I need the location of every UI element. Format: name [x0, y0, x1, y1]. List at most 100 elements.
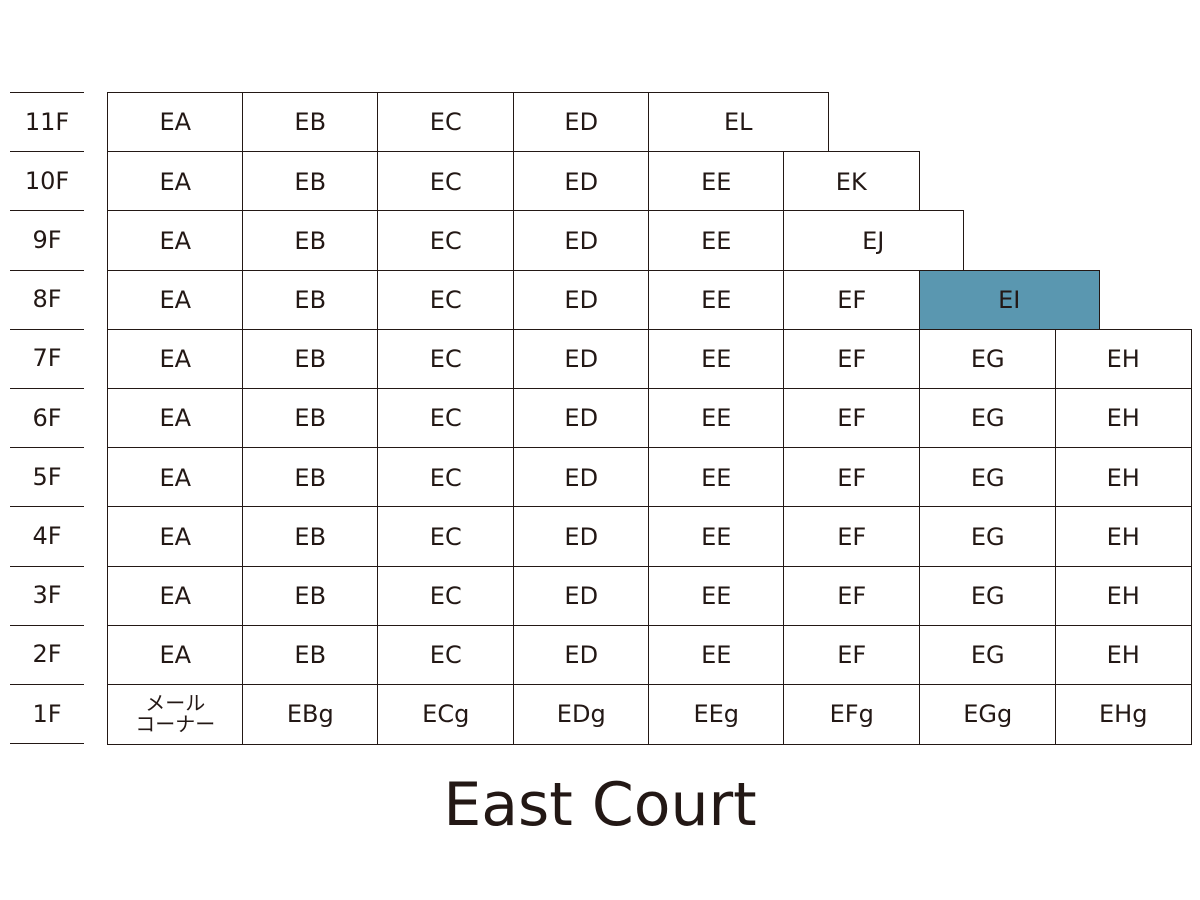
room-label: EA — [159, 285, 192, 314]
room-cell-5f-eh[interactable]: EH — [1055, 447, 1192, 508]
room-cell-4f-ef[interactable]: EF — [783, 506, 921, 568]
room-cell-5f-ea[interactable]: EA — [107, 447, 244, 508]
room-cell-2f-ed[interactable]: ED — [513, 624, 650, 686]
room-cell-7f-eh[interactable]: EH — [1055, 328, 1192, 390]
room-cell-11f-eb[interactable]: EB — [242, 92, 379, 153]
room-cell-11f-el[interactable]: EL — [648, 92, 829, 153]
room-label: EF — [837, 404, 867, 433]
room-cell-9f-eb[interactable]: EB — [242, 210, 379, 272]
room-label: EB — [294, 345, 327, 374]
room-cell-1f-ebg[interactable]: EBg — [242, 684, 379, 745]
room-cell-7f-ec[interactable]: EC — [377, 328, 515, 390]
room-cell-2f-ef[interactable]: EF — [783, 624, 921, 686]
room-cell-7f-eb[interactable]: EB — [242, 328, 379, 390]
room-cell-5f-ee[interactable]: EE — [648, 447, 785, 508]
room-cell-4f-ed[interactable]: ED — [513, 506, 650, 568]
room-cell-4f-ee[interactable]: EE — [648, 506, 785, 568]
room-cell-5f-ef[interactable]: EF — [783, 447, 921, 508]
room-cell-8f-eb[interactable]: EB — [242, 269, 379, 331]
room-label: EH — [1106, 522, 1140, 551]
room-cell-10f-ec[interactable]: EC — [377, 151, 515, 212]
room-cell-7f-ee[interactable]: EE — [648, 328, 785, 390]
room-cell-8f-ee[interactable]: EE — [648, 269, 785, 331]
room-cell-2f-ec[interactable]: EC — [377, 624, 515, 686]
room-cell-8f-ea[interactable]: EA — [107, 269, 244, 331]
room-label: EA — [159, 108, 192, 137]
room-label: EC — [429, 285, 462, 314]
room-cell-2f-eg[interactable]: EG — [919, 624, 1057, 686]
room-cell-2f-ee[interactable]: EE — [648, 624, 785, 686]
room-cell-11f-ed[interactable]: ED — [513, 92, 650, 153]
room-cell-6f-ee[interactable]: EE — [648, 388, 785, 449]
room-cell-8f-ed[interactable]: ED — [513, 269, 650, 331]
room-cell-8f-ef[interactable]: EF — [783, 269, 921, 331]
room-cell-3f-ef[interactable]: EF — [783, 565, 921, 627]
room-cell-3f-eb[interactable]: EB — [242, 565, 379, 627]
room-label: EB — [294, 285, 327, 314]
room-cell-6f-eb[interactable]: EB — [242, 388, 379, 449]
room-cell-10f-ed[interactable]: ED — [513, 151, 650, 212]
room-cell-5f-ed[interactable]: ED — [513, 447, 650, 508]
room-cell-4f-eg[interactable]: EG — [919, 506, 1057, 568]
floor-divider — [10, 743, 84, 745]
room-cell-6f-ed[interactable]: ED — [513, 388, 650, 449]
floor-label-3f: 3F — [32, 581, 62, 610]
room-cell-6f-ea[interactable]: EA — [107, 388, 244, 449]
room-cell-9f-ea[interactable]: EA — [107, 210, 244, 272]
room-cell-1f-ehg[interactable]: EHg — [1055, 684, 1192, 745]
room-cell-1f-egg[interactable]: EGg — [919, 684, 1057, 745]
room-cell-7f-eg[interactable]: EG — [919, 328, 1057, 390]
room-cell-7f-ef[interactable]: EF — [783, 328, 921, 390]
room-cell-6f-eh[interactable]: EH — [1055, 388, 1192, 449]
room-cell-4f-ec[interactable]: EC — [377, 506, 515, 568]
room-cell-10f-ek[interactable]: EK — [783, 151, 920, 212]
room-cell-9f-ec[interactable]: EC — [377, 210, 515, 272]
room-cell-3f-ea[interactable]: EA — [107, 565, 244, 627]
room-cell-9f-ed[interactable]: ED — [513, 210, 650, 272]
room-cell-10f-ee[interactable]: EE — [648, 151, 785, 212]
room-cell-6f-ef[interactable]: EF — [783, 388, 921, 449]
floor-divider — [10, 447, 84, 449]
room-cell-3f-ed[interactable]: ED — [513, 565, 650, 627]
room-cell-7f-ea[interactable]: EA — [107, 328, 244, 390]
room-cell-5f-ec[interactable]: EC — [377, 447, 515, 508]
room-cell-1f-mail-corner[interactable]: メールコーナー — [107, 684, 244, 745]
room-cell-2f-eb[interactable]: EB — [242, 624, 379, 686]
floor-divider — [10, 269, 84, 271]
room-cell-11f-ec[interactable]: EC — [377, 92, 515, 153]
room-cell-3f-eg[interactable]: EG — [919, 565, 1057, 627]
room-cell-3f-ec[interactable]: EC — [377, 565, 515, 627]
floor-label-6f: 6F — [32, 403, 62, 432]
room-label: EH — [1106, 345, 1140, 374]
room-cell-4f-eb[interactable]: EB — [242, 506, 379, 568]
room-cell-3f-ee[interactable]: EE — [648, 565, 785, 627]
room-cell-6f-ec[interactable]: EC — [377, 388, 515, 449]
room-cell-1f-eeg[interactable]: EEg — [648, 684, 785, 745]
room-cell-9f-ej[interactable]: EJ — [783, 210, 964, 272]
room-label: EB — [294, 226, 327, 255]
room-cell-6f-eg[interactable]: EG — [919, 388, 1057, 449]
room-cell-1f-ecg[interactable]: ECg — [377, 684, 515, 745]
room-cell-4f-eh[interactable]: EH — [1055, 506, 1192, 568]
room-label: EA — [159, 345, 192, 374]
room-cell-8f-ec[interactable]: EC — [377, 269, 515, 331]
room-cell-4f-ea[interactable]: EA — [107, 506, 244, 568]
room-cell-2f-eh[interactable]: EH — [1055, 624, 1192, 686]
room-cell-10f-eb[interactable]: EB — [242, 151, 379, 212]
room-cell-8f-ei[interactable]: EI — [919, 269, 1100, 331]
room-label: EH — [1106, 404, 1140, 433]
room-label: EE — [701, 522, 732, 551]
room-cell-10f-ea[interactable]: EA — [107, 151, 244, 212]
room-cell-1f-efg[interactable]: EFg — [783, 684, 921, 745]
room-label: EE — [701, 226, 732, 255]
room-cell-2f-ea[interactable]: EA — [107, 624, 244, 686]
floor-label-10f: 10F — [24, 166, 70, 195]
room-cell-7f-ed[interactable]: ED — [513, 328, 650, 390]
room-cell-1f-edg[interactable]: EDg — [513, 684, 650, 745]
room-label: ED — [564, 641, 599, 670]
room-cell-3f-eh[interactable]: EH — [1055, 565, 1192, 627]
room-cell-5f-eb[interactable]: EB — [242, 447, 379, 508]
room-cell-5f-eg[interactable]: EG — [919, 447, 1057, 508]
room-cell-11f-ea[interactable]: EA — [107, 92, 244, 153]
room-cell-9f-ee[interactable]: EE — [648, 210, 785, 272]
